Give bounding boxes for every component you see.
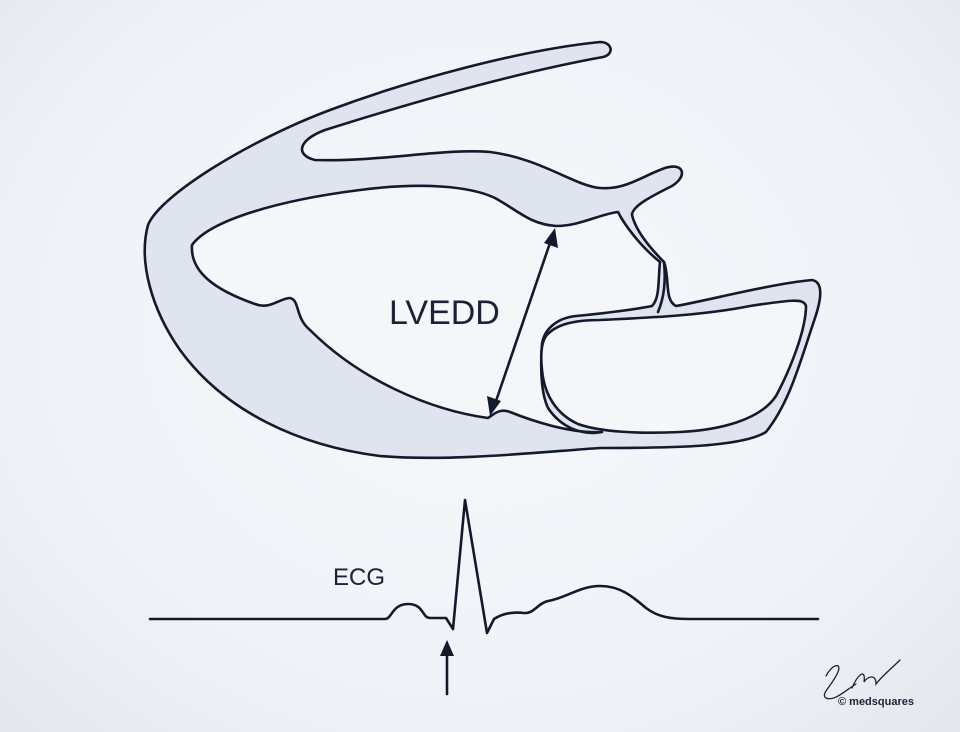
ecg-trace <box>148 498 820 635</box>
signature-mark <box>823 659 901 700</box>
lvedd-label: LVEDD <box>389 294 500 332</box>
watermark-text: © medsquares <box>838 696 914 708</box>
qrs-onset-arrowhead <box>440 640 454 656</box>
lvedd-arrow-shaft <box>493 238 553 406</box>
ecg-label: ECG <box>333 564 385 591</box>
lvedd-arrowhead-top <box>544 228 558 248</box>
left-atrium <box>539 299 808 435</box>
lvedd-arrowhead-bottom <box>487 396 501 416</box>
mitral-valve-line <box>656 260 667 314</box>
